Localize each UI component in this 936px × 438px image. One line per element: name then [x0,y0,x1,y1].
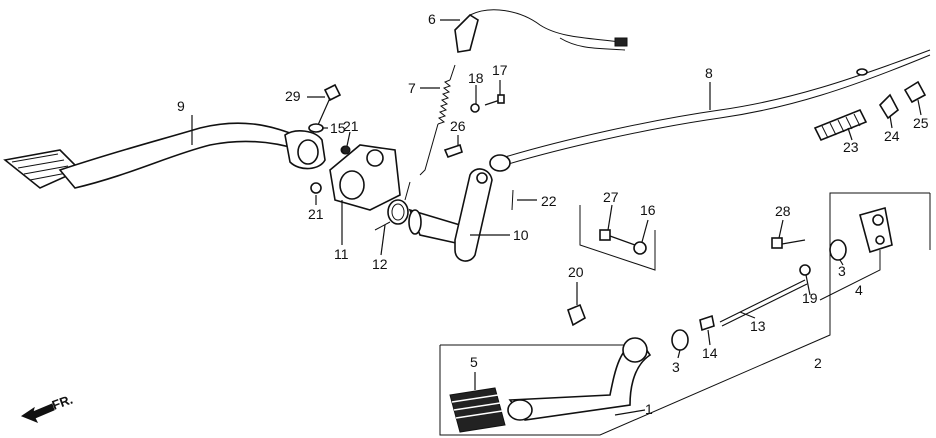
washer-16 [633,241,647,255]
callout-7: 7 [408,80,416,96]
rod-spring [813,108,868,142]
callout-8: 8 [705,65,713,81]
callout-5: 5 [470,354,478,370]
callout-4: 4 [855,282,863,298]
callout-19: 19 [802,290,818,306]
direction-marker: FR. [20,392,75,423]
callout-13: 13 [750,318,766,334]
callout-11: 11 [334,246,349,262]
callout-23: 23 [843,139,859,155]
callout-16: 16 [640,202,656,218]
callout-21a: 21 [343,118,359,134]
nut-18 [470,103,480,113]
bolt-28 [771,237,806,249]
nut-19 [799,264,811,276]
stop-switch-spring [419,64,456,176]
shift-rod-13 [719,279,808,327]
callout-2: 2 [814,355,822,371]
bolt-17 [484,94,505,106]
direction-label: FR. [50,392,75,413]
nut-14 [699,314,715,332]
nut-20 [567,303,586,327]
callout-15: 15 [330,120,346,136]
callout-22: 22 [541,193,557,209]
adjuster-nut [903,80,927,104]
callout-20: 20 [568,264,584,280]
callout-14: 14 [702,345,718,361]
stop-switch [454,9,628,53]
joint-pin [878,93,900,120]
callout-27: 27 [603,189,619,205]
shift-link-arm [859,206,893,254]
callout-17: 17 [492,62,508,78]
callout-3a: 3 [672,359,680,375]
bracket-16-27 [579,205,656,271]
washer-15 [308,123,324,133]
assembly-outline-4 [819,250,881,301]
callout-25: 25 [913,115,929,131]
callout-21b: 21 [308,206,324,222]
collar-3b [829,239,847,261]
callout-29: 29 [285,88,301,104]
pedal-rubber [449,387,506,433]
bolt-29 [317,83,342,126]
arrow-forward-icon [20,403,55,423]
cotter-pin-21b [310,182,322,194]
brake-rod [489,49,931,172]
cotter-pin-21a [341,145,351,155]
brake-arm [408,168,493,262]
cotter-22 [511,189,514,211]
callout-3b: 3 [838,263,846,279]
callout-1: 1 [645,401,653,417]
shift-pedal [507,337,652,421]
pivot-bracket [329,144,401,211]
collar-3a [671,329,689,351]
pin-26 [443,143,463,159]
callout-24: 24 [884,128,900,144]
callout-12: 12 [372,256,388,272]
brake-pedal-arm [3,122,326,189]
leader-lines [191,19,922,416]
callout-26: 26 [450,118,466,134]
callout-6: 6 [428,11,436,27]
callout-28: 28 [775,203,791,219]
return-spring [374,181,411,231]
assembly-outline-2 [439,192,931,436]
callout-18: 18 [468,70,484,86]
callout-10: 10 [513,227,529,243]
bolt-27 [599,229,636,246]
callout-9: 9 [177,98,185,114]
